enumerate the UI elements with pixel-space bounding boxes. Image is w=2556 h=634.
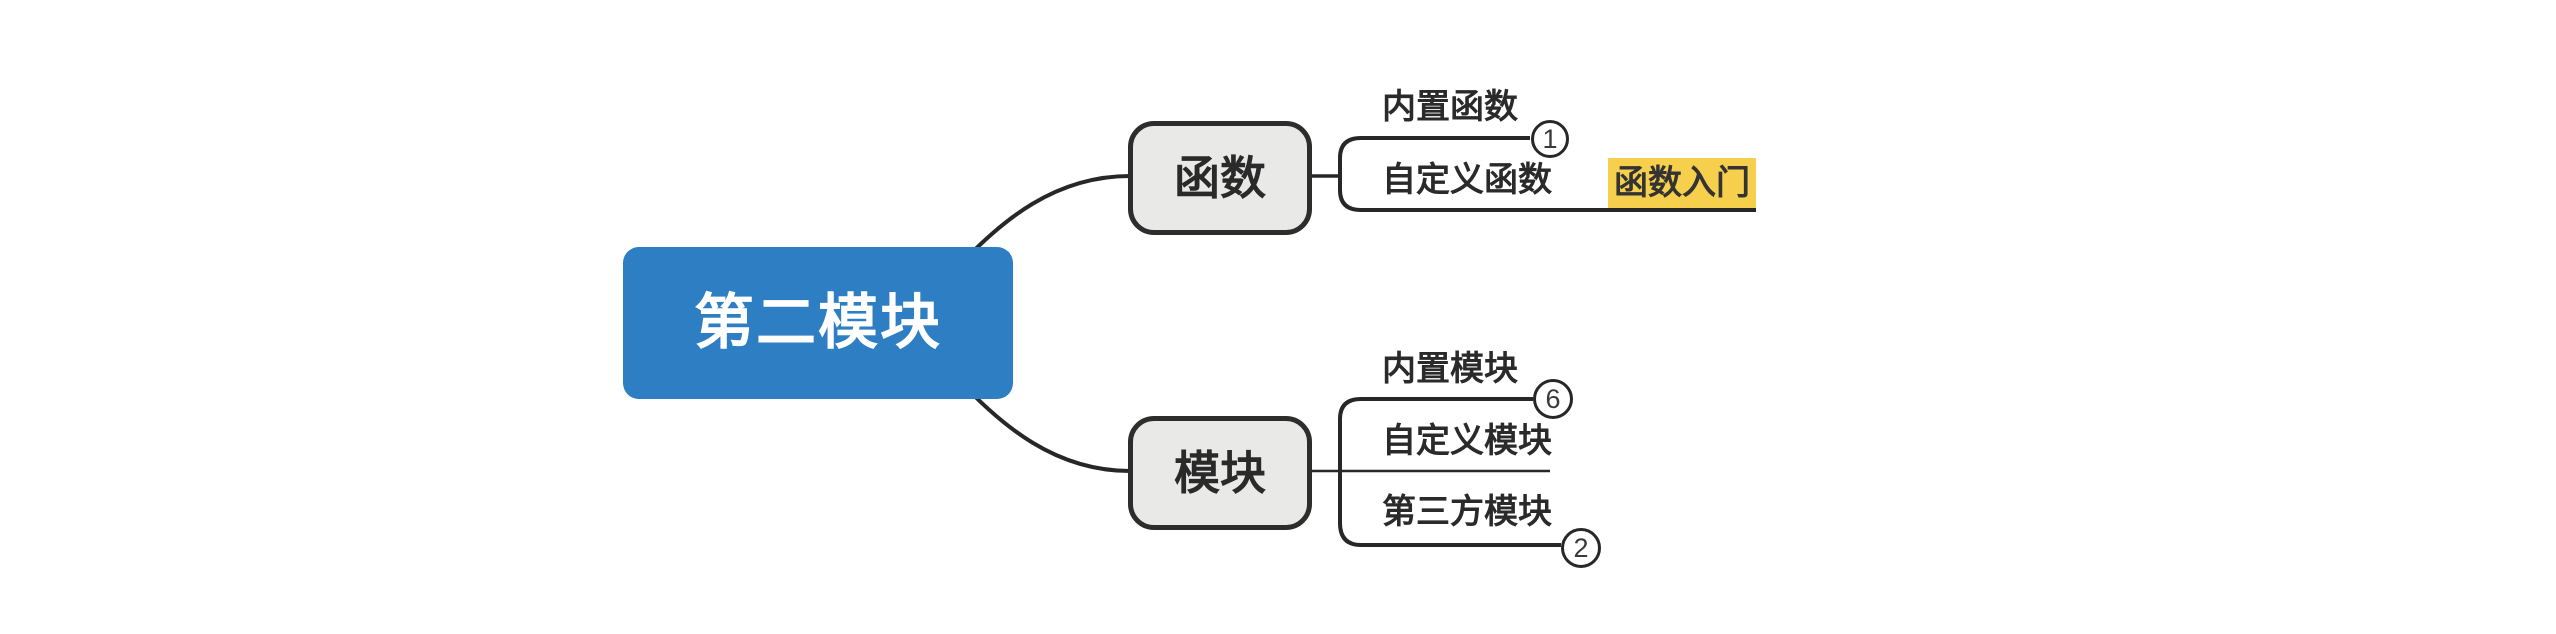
root-topic[interactable]: 第二模块 bbox=[623, 247, 1013, 399]
subtopic-builtin-modules[interactable]: 内置模块 bbox=[1382, 350, 1518, 388]
subtopic-third-party-modules[interactable]: 第三方模块 bbox=[1382, 493, 1552, 531]
subtopic-custom-functions[interactable]: 自定义函数 bbox=[1382, 161, 1552, 199]
subtopic-builtin-functions[interactable]: 内置函数 bbox=[1382, 88, 1518, 126]
collapse-count-badge-builtin-functions[interactable]: 1 bbox=[1531, 120, 1569, 158]
main-topic-functions[interactable]: 函数 bbox=[1128, 121, 1312, 235]
bracket-functions-children bbox=[1338, 136, 1756, 212]
subtopic-functions-intro[interactable]: 函数入门 bbox=[1608, 158, 1756, 208]
subtopic-custom-modules[interactable]: 自定义模块 bbox=[1382, 422, 1552, 460]
collapse-count-badge-builtin-modules[interactable]: 6 bbox=[1533, 379, 1573, 419]
main-topic-modules[interactable]: 模块 bbox=[1128, 416, 1312, 530]
collapse-count-badge-third-party-modules[interactable]: 2 bbox=[1561, 528, 1601, 568]
